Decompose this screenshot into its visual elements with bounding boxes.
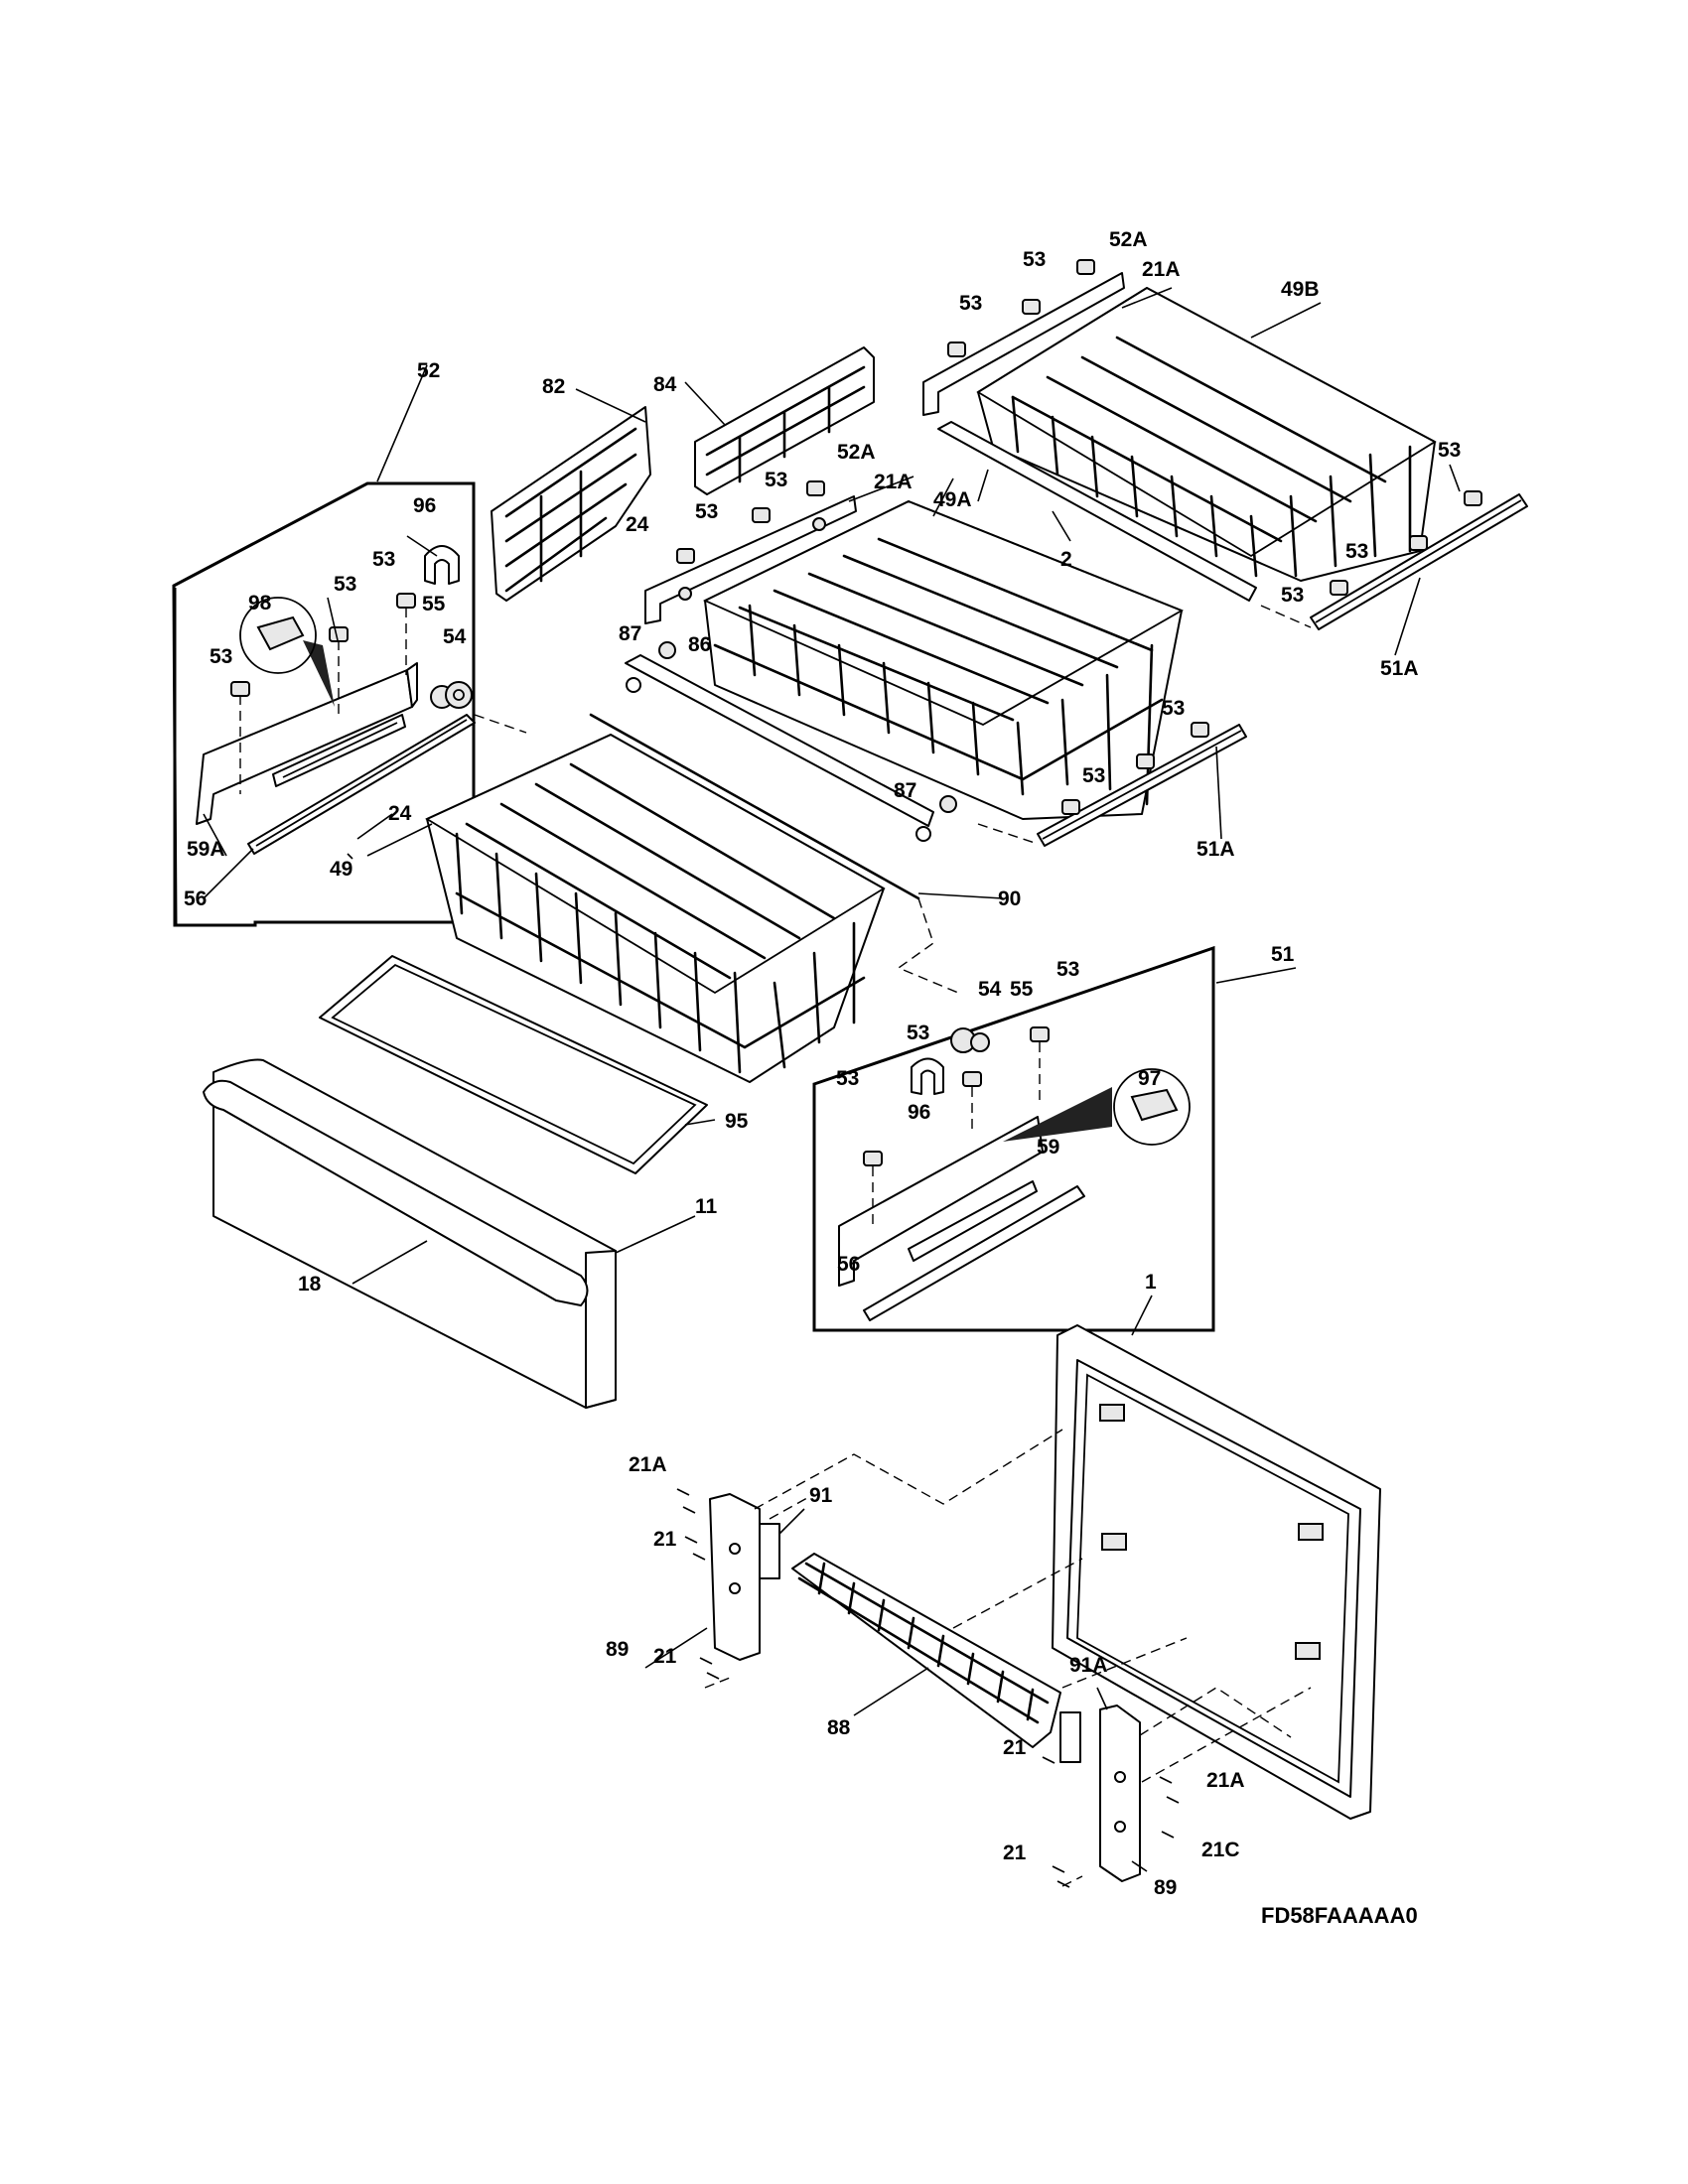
front-rail-2: [937, 421, 1257, 602]
glass-95: [319, 955, 708, 1174]
basket-49: [425, 733, 886, 1083]
label-51A: 51A: [1380, 657, 1419, 680]
label-97: 97: [1138, 1067, 1161, 1090]
label-87: 87: [894, 779, 916, 802]
label-90: 90: [998, 887, 1021, 910]
label-53: 53: [907, 1022, 929, 1044]
label-53: 53: [836, 1067, 859, 1090]
label-82: 82: [542, 375, 565, 398]
label-1: 1: [1145, 1271, 1157, 1294]
label-55: 55: [1010, 978, 1034, 1001]
bracket-52A-mid: [644, 480, 857, 624]
detail-box-51: [812, 897, 1215, 1332]
bracket-89-right: [1059, 1705, 1141, 1882]
label-96: 96: [413, 494, 436, 517]
detail-box-52: [172, 481, 527, 927]
label-53: 53: [334, 573, 356, 596]
label-53: 53: [210, 645, 232, 668]
label-96: 96: [908, 1101, 930, 1124]
bracket-89-left: [709, 1493, 780, 1661]
label-51: 51: [1271, 943, 1295, 966]
part-labels: 52 82 84 96 98 53 53 53 55 54 59A 56 24 …: [184, 228, 1461, 1899]
label-53: 53: [1082, 764, 1105, 787]
leader-lines: [203, 287, 1461, 1872]
label-53: 53: [1162, 697, 1185, 720]
bracket-52A-top: [922, 259, 1125, 416]
label-84: 84: [653, 373, 677, 396]
label-21A: 21A: [629, 1453, 667, 1476]
diagram-code: FD58FAAAAA0: [1261, 1903, 1418, 1928]
label-2: 2: [1060, 548, 1072, 571]
label-95: 95: [725, 1110, 749, 1133]
divider-82: [491, 406, 651, 602]
label-24: 24: [388, 802, 412, 825]
divider-84: [694, 346, 875, 495]
label-53: 53: [1345, 540, 1368, 563]
label-21A: 21A: [1142, 258, 1181, 281]
label-49B: 49B: [1281, 278, 1320, 301]
label-21: 21: [653, 1645, 677, 1668]
label-21: 21: [1003, 1736, 1027, 1759]
drawer-front-11: [203, 1058, 617, 1409]
label-54: 54: [443, 625, 467, 648]
label-53: 53: [1281, 584, 1304, 607]
label-53: 53: [1438, 439, 1461, 462]
label-49A: 49A: [933, 488, 972, 511]
label-49: 49: [330, 858, 352, 881]
label-53: 53: [959, 292, 982, 315]
label-55: 55: [422, 593, 446, 615]
label-11: 11: [695, 1195, 718, 1218]
dashed-guides: [704, 1429, 1312, 1887]
label-54: 54: [978, 978, 1002, 1001]
label-52A: 52A: [837, 441, 876, 464]
label-89: 89: [606, 1638, 629, 1661]
label-59A: 59A: [187, 838, 225, 861]
label-53: 53: [765, 469, 787, 491]
label-87: 87: [619, 622, 641, 645]
label-88: 88: [827, 1716, 851, 1739]
label-52: 52: [417, 359, 440, 382]
label-21: 21: [653, 1528, 677, 1551]
wire-guard-88: [791, 1553, 1061, 1748]
label-21: 21: [1003, 1842, 1027, 1864]
basket-49A: [702, 500, 1185, 820]
label-89: 89: [1154, 1876, 1177, 1899]
label-21A: 21A: [1206, 1769, 1245, 1792]
label-86: 86: [688, 633, 711, 656]
label-56: 56: [184, 887, 207, 910]
label-59: 59: [1037, 1136, 1059, 1159]
label-56: 56: [837, 1253, 860, 1276]
label-91: 91: [809, 1484, 833, 1507]
label-21A: 21A: [874, 471, 913, 493]
rod-90: [589, 713, 920, 900]
rail-51A-mid: [977, 722, 1247, 847]
label-52A: 52A: [1109, 228, 1148, 251]
label-53: 53: [1056, 958, 1079, 981]
rail-51A-top: [1260, 490, 1528, 630]
label-53: 53: [372, 548, 395, 571]
screws: [676, 1488, 1180, 1888]
label-53: 53: [695, 500, 718, 523]
label-53: 53: [1023, 248, 1046, 271]
label-21C: 21C: [1201, 1839, 1240, 1861]
label-24: 24: [626, 513, 649, 536]
label-91A: 91A: [1069, 1654, 1108, 1677]
label-51A: 51A: [1196, 838, 1235, 861]
front-rail-86: [625, 641, 957, 842]
label-98: 98: [248, 592, 272, 614]
label-18: 18: [298, 1273, 322, 1296]
